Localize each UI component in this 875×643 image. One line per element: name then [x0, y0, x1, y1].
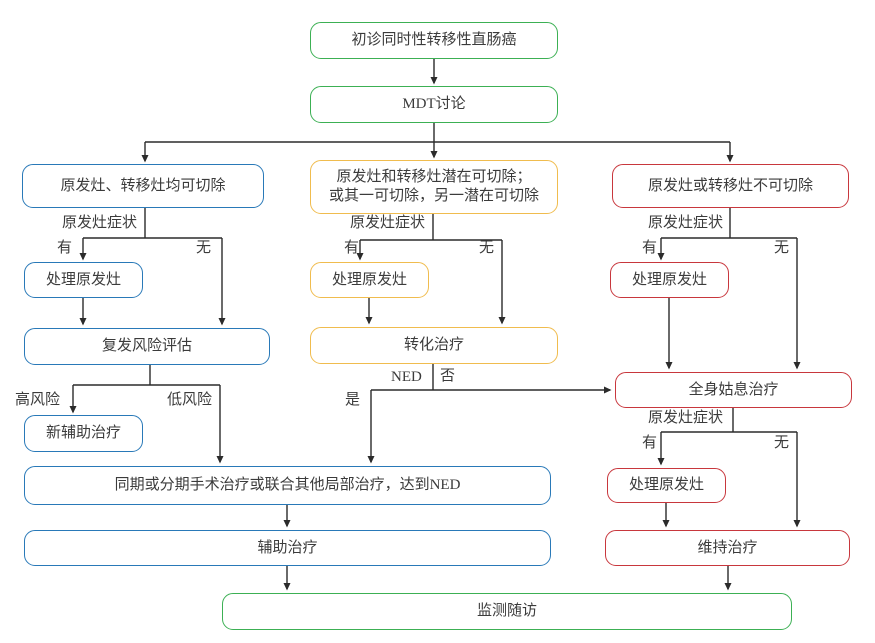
label-primary-symptom-left: 原发灶症状 — [62, 215, 138, 231]
label-no-left: 无 — [196, 240, 212, 256]
edge-right-symptom-rail1 — [661, 208, 797, 239]
label-yes-middle: 有 — [344, 240, 360, 256]
node-maintenance-therapy: 维持治疗 — [605, 530, 850, 566]
label-ned-yes: 是 — [345, 392, 361, 408]
edge-mdt-split-rail — [145, 123, 730, 143]
label-yes-right2: 有 — [642, 435, 658, 451]
node-unresectable: 原发灶或转移灶不可切除 — [612, 164, 849, 208]
label-primary-symptom-right2: 原发灶症状 — [648, 410, 724, 426]
node-treat-primary-left: 处理原发灶 — [24, 262, 143, 298]
node-recurrence-risk-assess: 复发风险评估 — [24, 328, 270, 365]
node-surgery-reach-ned: 同期或分期手术治疗或联合其他局部治疗，达到NED — [24, 466, 551, 505]
node-monitoring-followup: 监测随访 — [222, 593, 792, 630]
label-yes-right1: 有 — [642, 240, 658, 256]
label-no-right2: 无 — [774, 435, 790, 451]
node-potentially-resectable: 原发灶和转移灶潜在可切除； 或其一可切除，另一潜在可切除 — [310, 160, 558, 214]
edge-risk-split-rail — [73, 365, 220, 386]
edge-right-symptom-rail2 — [661, 408, 797, 433]
edge-ned-rail — [371, 364, 434, 391]
node-initial-diagnosis: 初诊同时性转移性直肠癌 — [310, 22, 558, 59]
node-adjuvant-therapy: 辅助治疗 — [24, 530, 551, 566]
node-neoadjuvant-therapy: 新辅助治疗 — [24, 415, 143, 452]
label-ned: NED — [391, 369, 422, 385]
node-both-resectable: 原发灶、转移灶均可切除 — [22, 164, 264, 208]
label-high-risk: 高风险 — [15, 392, 61, 408]
label-ned-no: 否 — [440, 368, 456, 384]
label-primary-symptom-right1: 原发灶症状 — [648, 215, 724, 231]
node-treat-primary-right-1: 处理原发灶 — [610, 262, 729, 298]
edge-left-symptom-rail — [83, 208, 222, 239]
node-systemic-palliative: 全身姑息治疗 — [615, 372, 852, 408]
node-mdt-discussion: MDT讨论 — [310, 86, 558, 123]
edge-mid-symptom-rail — [360, 214, 502, 241]
label-low-risk: 低风险 — [167, 392, 213, 408]
node-treat-primary-right-2: 处理原发灶 — [607, 468, 726, 503]
node-conversion-therapy: 转化治疗 — [310, 327, 558, 364]
node-treat-primary-middle: 处理原发灶 — [310, 262, 429, 298]
label-yes-left: 有 — [57, 240, 73, 256]
label-no-right1: 无 — [774, 240, 790, 256]
label-no-middle: 无 — [479, 240, 495, 256]
label-primary-symptom-middle: 原发灶症状 — [350, 215, 426, 231]
